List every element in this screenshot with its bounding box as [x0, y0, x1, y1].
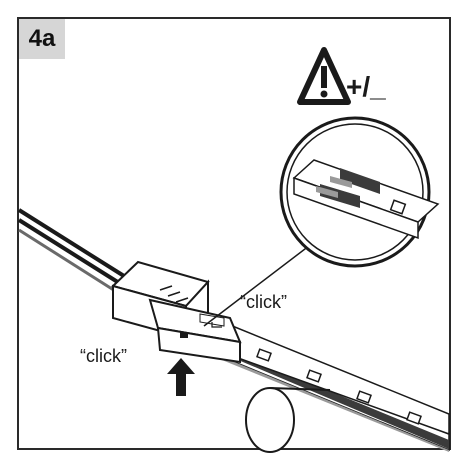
power-cable: [17, 208, 126, 296]
click-callout-left: “click”: [80, 346, 127, 366]
step-number-badge: 4a: [19, 19, 65, 59]
click-callout-top: “click”: [240, 292, 287, 312]
zoom-detail: [279, 116, 440, 268]
strip-connector: [111, 260, 242, 364]
detail-leader-line: [203, 235, 323, 327]
warning-triangle-icon: [297, 47, 351, 105]
support-cylinder: [245, 387, 331, 453]
push-up-arrow: [167, 358, 195, 396]
led-chips: [256, 348, 422, 425]
polarity-indicator: +/_: [346, 71, 386, 102]
svg-text:+/_: +/_: [346, 71, 386, 102]
